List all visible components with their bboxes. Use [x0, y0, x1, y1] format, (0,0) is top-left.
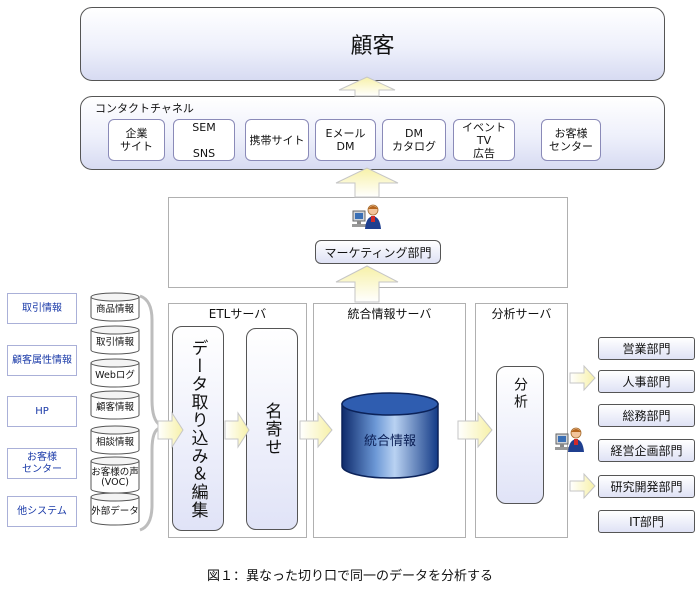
channel-customer-center: お客様 センター	[541, 119, 601, 161]
dept-general-affairs: 総務部門	[598, 404, 695, 427]
channel-event-tv-ad: イベント TV 広告	[453, 119, 515, 161]
dept-sales-label: 営業部門	[622, 342, 671, 356]
arrow-up-to-marketing	[335, 265, 399, 303]
customer-panel: 顧客	[80, 7, 665, 81]
source-customer-center: お客様 センター	[7, 448, 77, 479]
dept-hr-label: 人事部門	[622, 375, 671, 389]
channel-dm-catalog: DM カタログ	[382, 119, 446, 161]
etl-server-title: ETLサーバ	[208, 307, 267, 321]
marketing-person-icon	[352, 202, 382, 230]
database-label: 顧客情報	[95, 402, 134, 413]
database-cylinder: 取引情報	[90, 325, 140, 355]
dept-sales: 営業部門	[598, 337, 695, 360]
arrow-up-to-channel	[335, 167, 399, 198]
channel-corporate-site: 企業 サイト	[108, 119, 165, 161]
database-label: 商品情報	[95, 304, 134, 315]
channel-sem-sns: SEM SNS	[173, 119, 235, 161]
arrow-to-analysis	[457, 411, 493, 449]
dept-research-development-label: 研究開発部門	[610, 480, 683, 494]
database-cylinder: 顧客情報	[90, 390, 140, 420]
name-matching-label: 名寄せ	[261, 402, 282, 456]
database-cylinder: お客様の声 (VOC)	[90, 456, 140, 494]
name-matching-process: 名寄せ	[246, 328, 298, 530]
dept-general-affairs-label: 総務部門	[622, 409, 671, 423]
analysis-server-title: 分析サーバ	[491, 307, 552, 321]
source-transaction-info: 取引情報	[7, 293, 77, 324]
figure-caption: 図１：異なった切り口で同一のデータを分析する	[206, 569, 493, 584]
dept-hr: 人事部門	[598, 370, 695, 393]
analyst-person-icon	[555, 425, 585, 453]
arrow-to-dept-rd	[569, 472, 596, 500]
customer-label: 顧客	[350, 34, 395, 59]
integrated-database-label: 統合情報	[363, 434, 416, 449]
analysis-label: 分析	[512, 377, 528, 411]
channel-email-dm: Eメール DM	[315, 119, 376, 161]
dept-it: IT部門	[598, 510, 695, 533]
database-cylinder: Webログ	[90, 358, 140, 388]
data-import-edit-label: データ取り込み＆編集	[187, 338, 208, 519]
dept-corporate-planning: 経営企画部門	[598, 439, 695, 462]
integrated-database	[340, 392, 440, 480]
channel-mobile-site: 携帯サイト	[245, 119, 309, 161]
marketing-label: マーケティング部門	[324, 245, 432, 260]
source-customer-attributes: 顧客属性情報	[7, 345, 77, 376]
database-cylinder: 外部データ	[90, 492, 140, 526]
source-other-systems: 他システム	[7, 496, 77, 527]
database-label: お客様の声 (VOC)	[91, 467, 139, 488]
contact-channel-title: コンタクトチャネル	[95, 102, 194, 115]
arrow-to-dept-sales	[569, 364, 596, 392]
dept-it-label: IT部門	[629, 515, 664, 529]
arrow-into-etl	[157, 411, 184, 449]
analysis-process: 分析	[496, 366, 544, 504]
database-cylinder: 商品情報	[90, 292, 140, 322]
marketing-department-box: マーケティング部門	[315, 240, 441, 264]
database-label: Webログ	[95, 370, 135, 381]
database-label: 外部データ	[91, 506, 139, 517]
arrow-etl-internal	[224, 411, 250, 449]
source-hp: HP	[7, 396, 77, 427]
dept-corporate-planning-label: 経営企画部門	[610, 444, 683, 458]
database-cylinder: 相談情報	[90, 425, 140, 455]
database-label: 相談情報	[95, 437, 134, 448]
database-label: 取引情報	[95, 337, 134, 348]
integration-server-title: 統合情報サーバ	[347, 307, 432, 321]
arrow-to-integration	[299, 411, 333, 449]
dept-research-development: 研究開発部門	[598, 475, 695, 498]
arrow-up-to-customer	[338, 76, 396, 97]
